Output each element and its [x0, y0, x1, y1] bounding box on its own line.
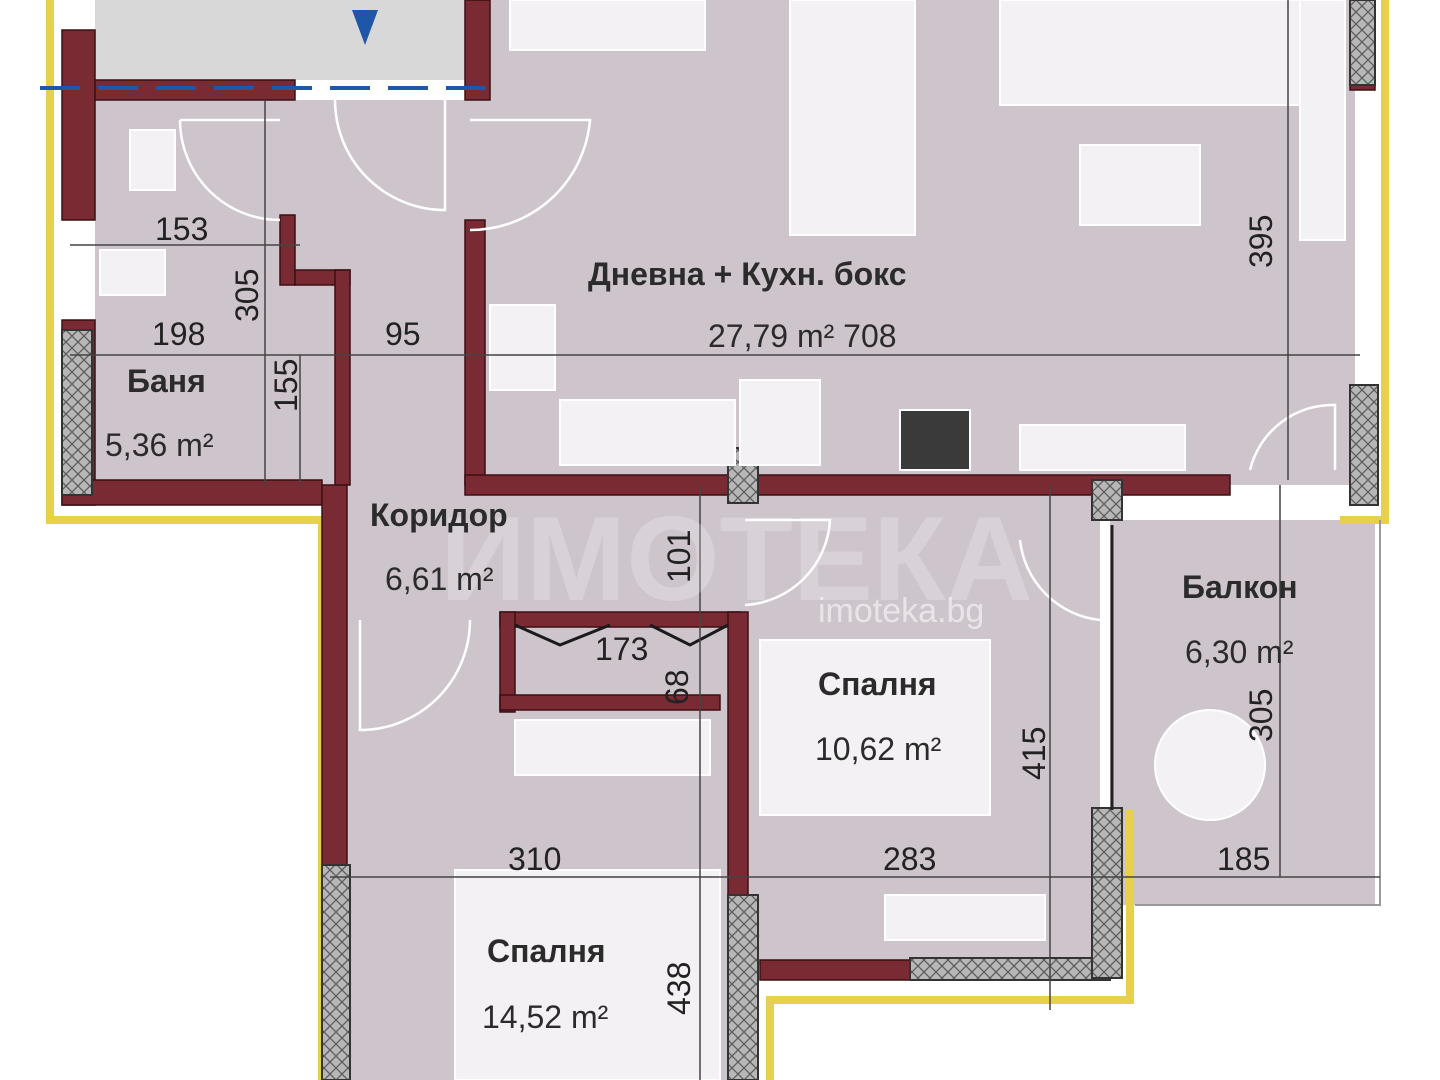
columns: [61, 0, 1379, 1080]
room-bedroom1-area: 10,62 m²: [815, 731, 942, 767]
sofa: [999, 0, 1311, 106]
dimension-lines: [70, 0, 1380, 1080]
dim-415: 415: [1016, 727, 1052, 780]
room-balcony-area: 6,30 m²: [1185, 634, 1294, 670]
balcony-rail: [1110, 520, 1381, 906]
insulation-bottom: [766, 810, 1134, 1080]
dim-153: 153: [155, 211, 208, 247]
room-bedroom2-name: Спалня: [487, 933, 606, 969]
sink-counter: [559, 399, 736, 466]
column-balcony-top: [1091, 479, 1123, 521]
axis: [40, 10, 490, 90]
door-balcony: [1248, 403, 1337, 471]
closet-fold-1: [514, 623, 611, 647]
room-bath-name: Баня: [127, 363, 206, 399]
wall-bedroom-bottom: [759, 959, 911, 981]
door-corridor: [358, 619, 472, 732]
dim-155: 155: [268, 359, 304, 412]
watermark-brand: ИМОТЕКА: [440, 492, 1033, 626]
dim-310: 310: [508, 841, 561, 877]
column-left: [61, 329, 93, 496]
closet-doors: [514, 623, 729, 647]
column-right: [1349, 384, 1379, 506]
sofa-side: [1299, 0, 1346, 241]
door-entrance: [333, 99, 447, 212]
dim-305-bath: 305: [229, 269, 265, 322]
dim-198: 198: [152, 316, 205, 352]
room-bath-area: 5,36 m²: [105, 427, 214, 463]
fridge: [739, 379, 821, 466]
coffee-table: [1079, 144, 1201, 226]
bedroom2-wardrobe: [454, 869, 721, 1080]
room-bedroom1-name: Спалня: [818, 666, 937, 702]
room-corridor-name: Коридор: [370, 497, 508, 533]
dim-101: 101: [661, 530, 697, 583]
door-bedroom1b: [1018, 539, 1101, 622]
wall-entrance-right: [464, 0, 491, 101]
door-bath: [178, 118, 281, 222]
column-balcony-left: [1091, 807, 1123, 979]
living-cabinet: [1019, 424, 1186, 471]
kitchen-unit: [899, 409, 971, 471]
dim-95: 95: [385, 316, 421, 352]
room-corridor-area: 6,61 m²: [385, 561, 494, 597]
dim-68: 68: [659, 669, 695, 705]
bedroom-desk: [884, 894, 1046, 941]
wall-closet-bottom: [499, 694, 721, 711]
floor-entrance: [95, 0, 465, 80]
door-kitchen: [469, 118, 592, 232]
column-right-top: [1349, 0, 1376, 86]
dim-185: 185: [1217, 841, 1270, 877]
room-living-name: Дневна + Кухн. бокс: [588, 256, 907, 292]
dining-table: [789, 0, 916, 236]
wall-left-upper: [61, 29, 96, 221]
wall-bath-partition: [279, 214, 296, 286]
doors: [178, 99, 1337, 732]
wardrobe-top: [509, 0, 706, 51]
dim-173: 173: [595, 631, 648, 667]
room-balcony-name: Балкон: [1182, 569, 1298, 605]
wall-kitchen-left: [464, 219, 486, 486]
column-corridor: [321, 864, 351, 1080]
furniture: [99, 0, 1346, 1080]
door-bedroom1: [744, 518, 832, 607]
wall-bath-bottom: [61, 479, 323, 506]
double-bed: [759, 639, 991, 816]
floor-balcony: [1110, 520, 1375, 905]
dim-305-balcony: 305: [1243, 689, 1279, 742]
insulation-right-top: [1340, 0, 1389, 524]
wall-bath-partition3: [334, 269, 351, 486]
balcony-table: [1154, 709, 1266, 821]
closet-fold-2: [649, 623, 729, 647]
washing-machine: [99, 249, 166, 296]
balcony-edge: [1135, 520, 1381, 906]
stove: [489, 304, 556, 391]
toilet: [129, 129, 176, 191]
column-bedroom: [727, 894, 759, 1080]
dim-438: 438: [661, 962, 697, 1015]
watermark-site: imoteka.bg: [818, 592, 984, 630]
axis-arrow-icon: [352, 10, 378, 45]
room-living-area: 27,79 m² 708: [708, 318, 897, 354]
room-bedroom2-area: 14,52 m²: [482, 999, 609, 1035]
column-bottom: [909, 957, 1111, 981]
wall-kitchen-bottom: [464, 474, 1231, 496]
dim-283: 283: [883, 841, 936, 877]
corridor-cabinet: [514, 719, 711, 776]
dim-395: 395: [1243, 215, 1279, 268]
wall-closet-left: [499, 611, 516, 713]
